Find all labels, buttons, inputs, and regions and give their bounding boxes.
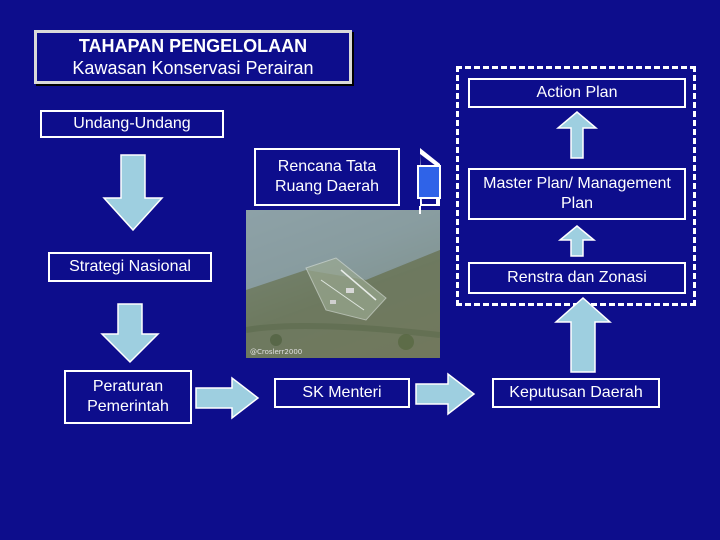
arrow-right-2 — [415, 372, 476, 416]
title-line-1: TAHAPAN PENGELOLAAN — [78, 35, 308, 56]
box-master-plan: Master Plan/ Management Plan — [468, 168, 686, 220]
box-sk-menteri: SK Menteri — [274, 378, 410, 408]
label-strategi-nasional: Strategi Nasional — [69, 258, 191, 275]
box-rencana-tata-ruang: Rencana Tata Ruang Daerah — [254, 148, 400, 206]
label-peraturan-pemerintah: Peraturan Pemerintah — [87, 378, 169, 415]
box-keputusan-daerah: Keputusan Daerah — [492, 378, 660, 408]
diagram-title: TAHAPAN PENGELOLAAN Kawasan Konservasi P… — [34, 30, 352, 84]
title-line-2: Kawasan Konservasi Perairan — [72, 58, 314, 78]
label-rencana-tata-ruang: Rencana Tata Ruang Daerah — [274, 158, 380, 195]
arrow-up-2 — [557, 225, 597, 257]
arrow-down-1 — [102, 154, 164, 232]
label-sk-menteri: SK Menteri — [302, 384, 382, 401]
box-undang-undang: Undang-Undang — [40, 110, 224, 138]
box-renstra-zonasi: Renstra dan Zonasi — [468, 262, 686, 294]
label-renstra-zonasi: Renstra dan Zonasi — [507, 269, 647, 286]
side-tab-connector — [417, 148, 441, 214]
photo-caption: @Croslerr2000 — [250, 348, 303, 356]
arrow-down-2 — [100, 303, 160, 364]
arrow-right-1 — [195, 376, 260, 420]
arrow-up-1 — [554, 296, 612, 373]
label-action-plan: Action Plan — [536, 84, 618, 101]
label-keputusan-daerah: Keputusan Daerah — [509, 384, 643, 401]
label-undang-undang: Undang-Undang — [73, 115, 191, 132]
arrow-up-3 — [555, 111, 599, 159]
aerial-coastal-photo: @Croslerr2000 — [246, 210, 440, 358]
box-strategi-nasional: Strategi Nasional — [48, 252, 212, 282]
label-master-plan: Master Plan/ Management Plan — [483, 175, 671, 212]
box-peraturan-pemerintah: Peraturan Pemerintah — [64, 370, 192, 424]
box-action-plan: Action Plan — [468, 78, 686, 108]
